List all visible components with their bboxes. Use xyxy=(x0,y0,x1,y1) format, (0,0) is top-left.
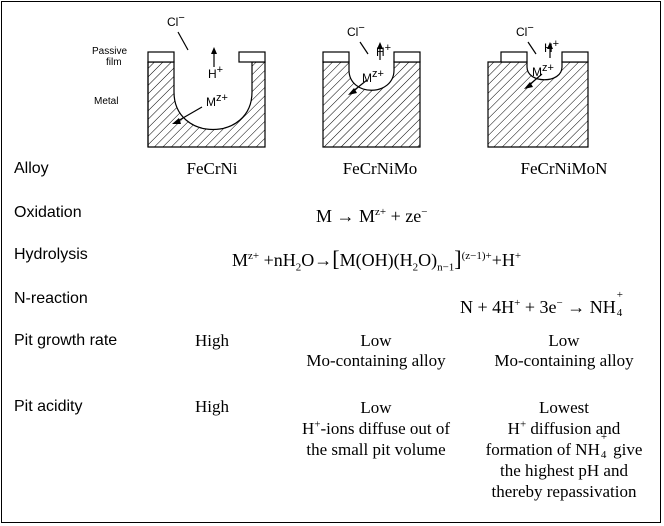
alloy-fecrnimon: FeCrNiMoN xyxy=(520,159,608,178)
chloride-ion-label-1: Cl− xyxy=(167,12,185,29)
pit-acidity-fecrni: High xyxy=(195,397,229,416)
pit-growth-fecrni: High xyxy=(195,331,229,350)
alloy-fecrnimo: FeCrNiMo xyxy=(342,159,418,178)
row-label-hydrolysis: Hydrolysis xyxy=(14,246,88,263)
row-label-pit-growth-rate: Pit growth rate xyxy=(14,332,118,349)
row-label-pit-acidity: Pit acidity xyxy=(14,398,83,415)
metal-ion-label-3: Mz+ xyxy=(532,62,554,79)
pit-diagrams xyxy=(147,31,589,148)
hydrogen-ion-label-1: H+ xyxy=(208,64,224,81)
alloy-fecrni: FeCrNi xyxy=(186,159,238,178)
hydrogen-ion-label-3: H+ xyxy=(544,38,560,55)
metal-label: Metal xyxy=(94,96,119,107)
chloride-ion-label-3: Cl− xyxy=(516,22,534,39)
metal-ion-label-2: Mz+ xyxy=(362,68,384,85)
pit-acidity-fecrnimo: Low H+-ions diffuse out of the small pit… xyxy=(301,398,451,459)
metal-ion-label-1: Mz+ xyxy=(206,92,228,109)
chloride-ion-label-2: Cl− xyxy=(347,22,365,39)
pit-acidity-fecrnimon: Lowest H+ diffusion and formation of NH+… xyxy=(485,398,643,501)
oxidation-equation: M → Mz+ + ze− xyxy=(316,206,428,226)
row-label-oxidation: Oxidation xyxy=(14,204,82,221)
pit-diagram-fecrnimon xyxy=(487,41,589,148)
row-label-n-reaction: N-reaction xyxy=(14,290,88,307)
hydrogen-ion-label-2: H+ xyxy=(376,42,392,59)
pit-diagram-fecrnimo xyxy=(322,41,421,148)
pit-diagram-fecrni xyxy=(147,31,266,148)
n-reaction-equation: N + 4H+ + 3e− → NH+4 xyxy=(460,289,623,319)
hydrolysis-equation: Mz+ +nH2O→[M(OH)(H2O)n−1](z−1)++H+ xyxy=(232,246,522,274)
row-label-alloy: Alloy xyxy=(14,160,49,177)
